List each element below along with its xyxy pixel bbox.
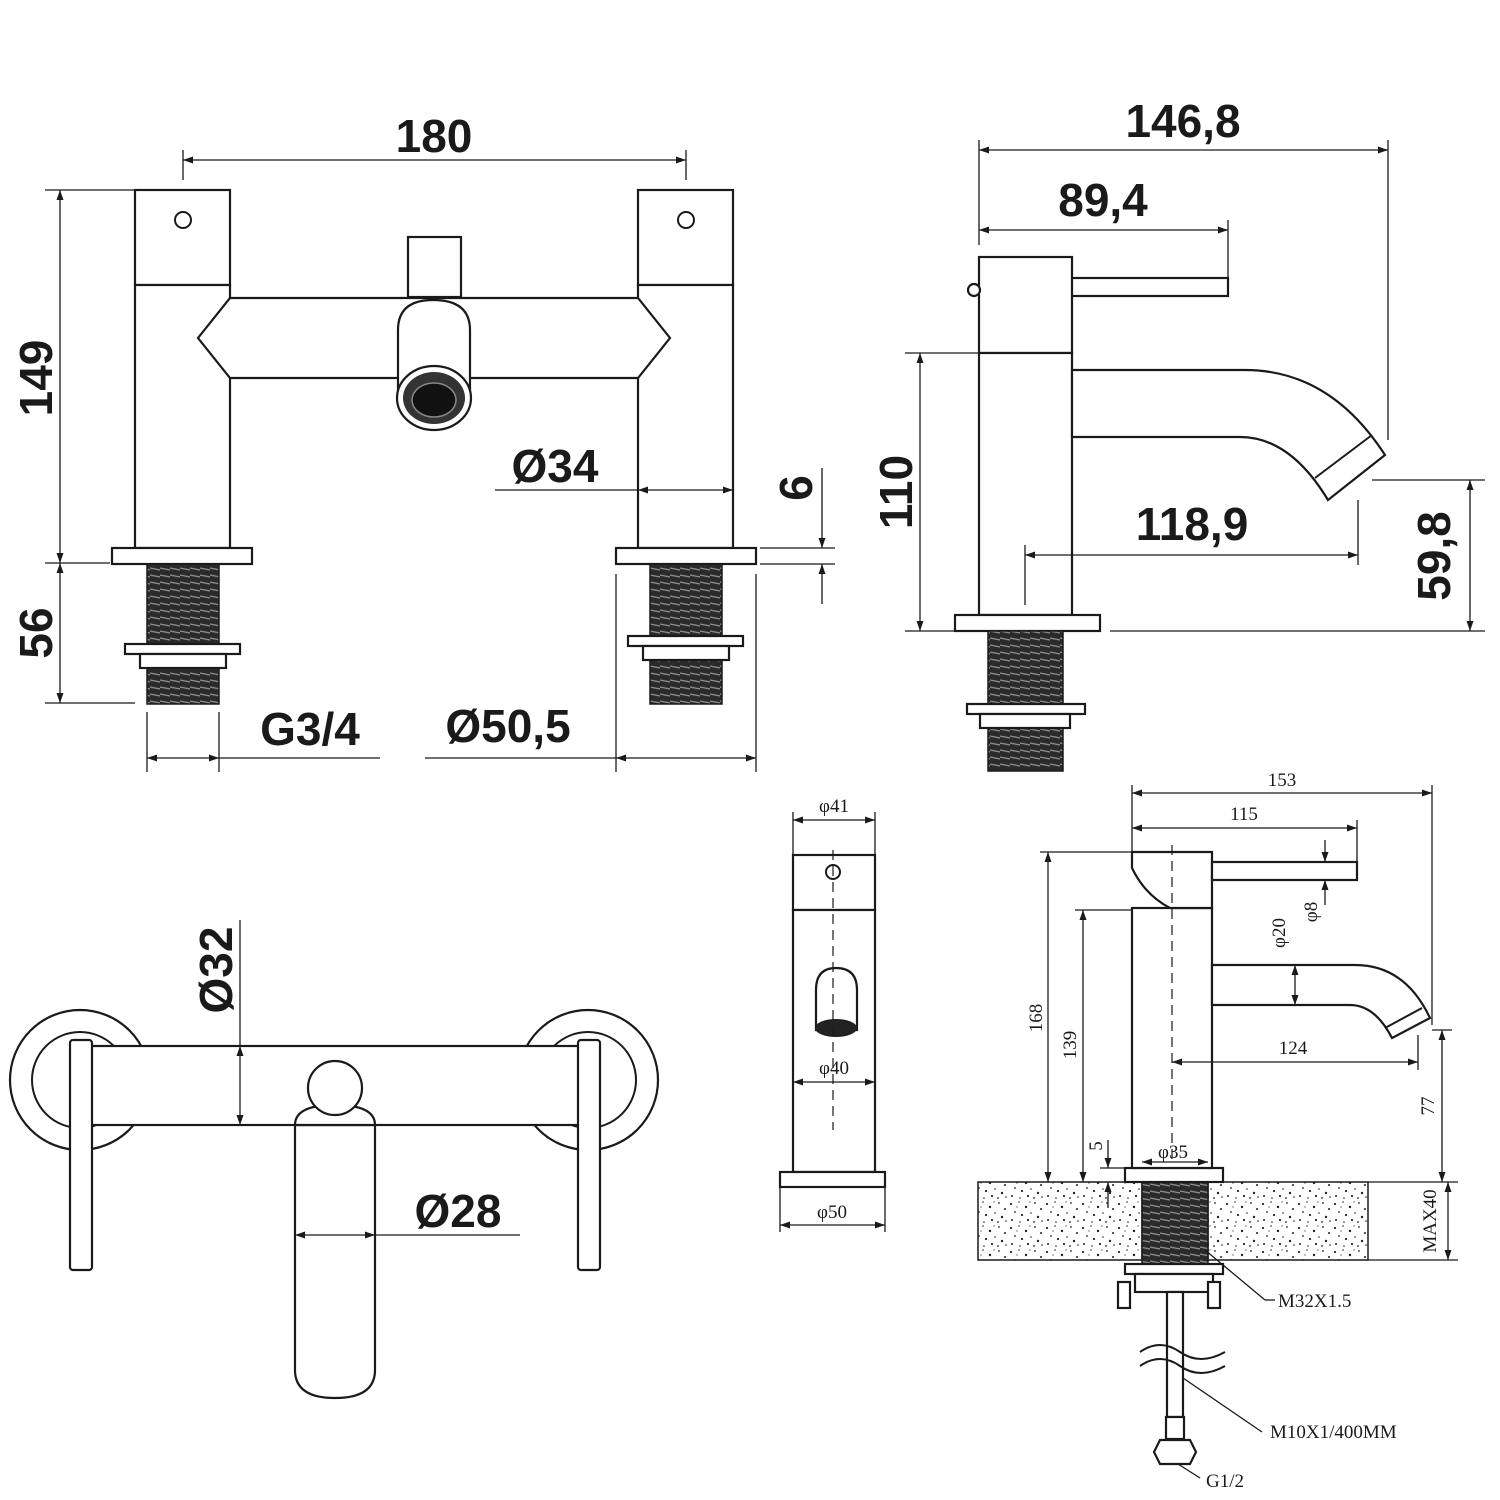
tall-mixer-side-view: 153 115 φ8 φ20 168 139 124 77 5 xyxy=(977,770,1458,1492)
bath-filler-top-view: Ø32 Ø28 xyxy=(8,920,660,1400)
supply-hose xyxy=(1165,1290,1185,1419)
dim-counter-max-label: MAX40 xyxy=(1420,1189,1441,1252)
left-washer xyxy=(123,642,242,656)
base-plate xyxy=(953,613,1102,633)
left-handle-screw xyxy=(174,211,192,229)
countertop-left xyxy=(977,1181,1143,1261)
leader-hose xyxy=(1182,1377,1263,1433)
bath-filler-front-view: 180 149 56 Ø34 6 G3/4 Ø50,5 xyxy=(10,110,835,772)
front-spout xyxy=(814,966,859,1032)
dim-handle-depth-label: 89,4 xyxy=(1058,174,1148,226)
dim-handle-dia-label: φ8 xyxy=(1301,902,1322,922)
dim-base-dia-label: φ50 xyxy=(817,1202,847,1223)
front-spout-outlet xyxy=(815,1019,857,1037)
dim-plate-thickness-label: 6 xyxy=(770,475,822,501)
dim-width-label: 180 xyxy=(396,110,473,162)
countertop-right xyxy=(1207,1181,1369,1261)
fixing-washer xyxy=(1123,1262,1225,1276)
dim-total-height-label: 168 xyxy=(1026,1004,1047,1033)
front-head-screw xyxy=(825,864,841,880)
dim-height-label: 110 xyxy=(870,455,922,529)
dim-spout-height-label: 77 xyxy=(1418,1097,1439,1116)
dim-base-thickness-label: 5 xyxy=(1086,1141,1107,1151)
spout-top xyxy=(293,1123,377,1400)
dim-spout-height-label: 59,8 xyxy=(1408,511,1460,601)
dim-body-height-label: 139 xyxy=(1060,1031,1081,1060)
dim-spout-dia-label: φ20 xyxy=(1269,918,1290,948)
dim-base-dia-label: φ35 xyxy=(1158,1142,1188,1163)
hose-connector-nut xyxy=(1152,1438,1198,1466)
right-lock-nut xyxy=(641,644,731,662)
dim-plate-dia-label: Ø50,5 xyxy=(445,700,570,752)
fixing-stud-left xyxy=(1116,1280,1132,1310)
leader-thread xyxy=(1204,1249,1266,1301)
side-lever xyxy=(1210,860,1359,882)
mixer-head xyxy=(977,255,1074,355)
left-handle xyxy=(133,188,232,287)
dim-total-depth-label: 153 xyxy=(1268,770,1297,791)
left-threaded-shank xyxy=(146,563,220,705)
dim-spout-reach-label: 118,9 xyxy=(1136,498,1249,550)
left-lock-nut xyxy=(138,652,228,670)
threaded-shank xyxy=(987,630,1064,772)
dim-spout-reach-label: 124 xyxy=(1279,1038,1308,1059)
right-base-plate xyxy=(614,546,758,566)
dim-total-depth-label: 146,8 xyxy=(1125,95,1240,147)
dim-height-label: 149 xyxy=(10,340,62,417)
dim-thread-length-label: 56 xyxy=(10,607,62,658)
right-washer xyxy=(626,634,745,648)
right-handle xyxy=(636,188,735,287)
diverter-knob-top xyxy=(306,1059,364,1117)
leader-connection xyxy=(1177,1463,1201,1479)
front-head xyxy=(791,853,877,912)
dim-top-dia-label: φ41 xyxy=(819,796,849,817)
left-lever xyxy=(68,1038,94,1272)
label-thread: M32X1.5 xyxy=(1278,1291,1351,1312)
diverter-knob xyxy=(406,235,463,299)
right-threaded-shank xyxy=(649,563,723,705)
tall-mixer-front-view: φ41 φ40 φ50 xyxy=(778,796,887,1232)
washer xyxy=(965,702,1087,716)
dim-body-dia-label: Ø32 xyxy=(190,927,242,1014)
fixing-nut xyxy=(1133,1272,1215,1294)
side-spout xyxy=(1210,963,1432,1040)
basin-mixer-side-view: 146,8 89,4 110 118,9 59,8 xyxy=(870,95,1485,772)
spout-arm xyxy=(1070,368,1387,502)
label-hose: M10X1/400MM xyxy=(1270,1422,1397,1443)
right-handle-screw xyxy=(677,211,695,229)
side-base-plate xyxy=(1123,1166,1225,1184)
lever-handle xyxy=(1068,276,1230,298)
right-lever xyxy=(576,1038,602,1272)
side-threaded-shank xyxy=(1141,1181,1209,1265)
dim-spout-dia-label: φ40 xyxy=(819,1058,849,1079)
dim-thread-label: G3/4 xyxy=(260,703,360,755)
dim-spout-dia-label: Ø34 xyxy=(512,440,599,492)
dim-spout-dia-label: Ø28 xyxy=(415,1185,502,1237)
hose-ferrule xyxy=(1164,1415,1186,1441)
aerator-mesh xyxy=(411,382,457,418)
head-screw xyxy=(966,282,982,298)
front-body xyxy=(791,908,877,1174)
fixing-stud-right xyxy=(1206,1280,1222,1310)
left-base-plate xyxy=(110,546,254,566)
label-connection: G1/2 xyxy=(1206,1471,1244,1492)
dim-handle-depth-label: 115 xyxy=(1230,804,1258,825)
lock-nut xyxy=(978,712,1072,730)
front-base xyxy=(778,1170,887,1189)
